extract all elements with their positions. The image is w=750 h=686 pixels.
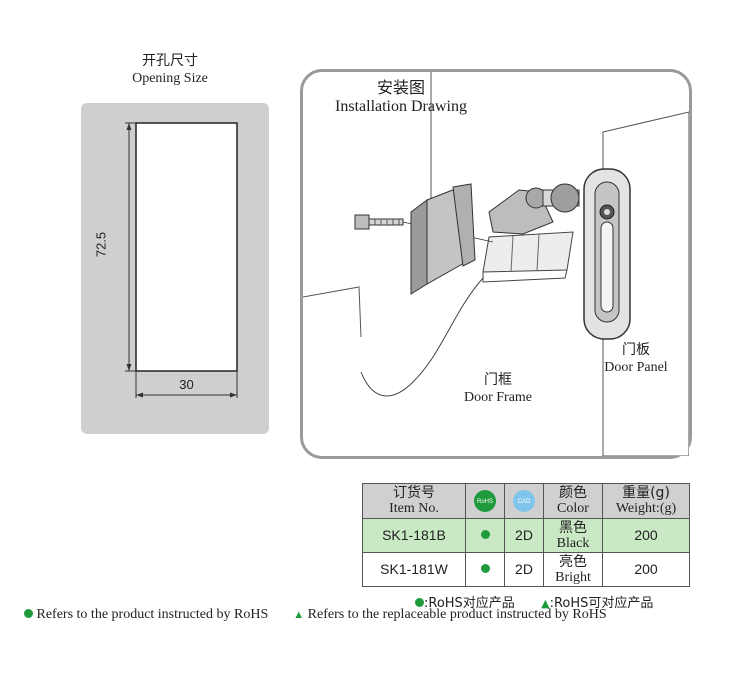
rohs-dot-icon bbox=[480, 530, 490, 539]
rohs-cell bbox=[465, 552, 505, 587]
spec-table-header: 订货号 Item No. RoHS CAD 颜色 Color 重量(g) Wei… bbox=[362, 483, 690, 519]
header-color-cn: 颜色 bbox=[559, 485, 587, 501]
header-rohs: RoHS bbox=[465, 483, 505, 519]
color-cn: 亮色 bbox=[559, 553, 587, 570]
weight-cell: 200 bbox=[602, 552, 690, 587]
cam-bracket-icon bbox=[410, 183, 476, 295]
rohs-footer-text: Refers to the product instructed by RoHS bbox=[36, 607, 269, 622]
header-item-no-en: Item No. bbox=[389, 501, 439, 516]
cad-badge-icon: CAD bbox=[513, 490, 535, 512]
opening-size-panel: 72.5 30 bbox=[81, 103, 269, 434]
cad-cell: 2D bbox=[504, 552, 544, 587]
installation-drawing-title: 安装图 Installation Drawing bbox=[316, 78, 486, 116]
rohs-badge-icon: RoHS bbox=[474, 490, 496, 512]
color-cell: 亮色 Bright bbox=[543, 552, 603, 587]
legend-line: :RoHS对应产品 ▲:RoHS可对应产品 bbox=[415, 592, 653, 611]
handle-icon bbox=[583, 168, 631, 340]
door-frame-profile bbox=[482, 231, 574, 273]
rohs-legend-dot-icon bbox=[415, 598, 424, 607]
header-weight: 重量(g) Weight:(g) bbox=[602, 483, 690, 519]
table-row: SK1-181B 2D 黑色 Black 200 bbox=[362, 518, 690, 553]
table-row: SK1-181W 2D 亮色 Bright 200 bbox=[362, 552, 690, 587]
opening-size-title-cn: 开孔尺寸 bbox=[142, 53, 198, 69]
rohs-legend-text: :RoHS对应产品 bbox=[424, 596, 515, 611]
opening-size-diagram bbox=[125, 122, 238, 398]
color-en: Black bbox=[556, 535, 590, 551]
rohs-dot-icon bbox=[480, 564, 490, 573]
color-cell: 黑色 Black bbox=[543, 518, 603, 553]
footer-notes: Refers to the product instructed by RoHS… bbox=[24, 607, 724, 623]
replaceable-footer-text: Refers to the replaceable product instru… bbox=[307, 607, 607, 622]
weight-cell: 200 bbox=[602, 518, 690, 553]
height-dimension-label: 72.5 bbox=[93, 231, 109, 258]
header-item-no: 订货号 Item No. bbox=[362, 483, 466, 519]
cad-cell: 2D bbox=[504, 518, 544, 553]
door-frame-label-en: Door Frame bbox=[463, 390, 533, 405]
replaceable-footer-triangle-icon: ▲ bbox=[293, 609, 305, 621]
door-panel-label-cn: 门板 bbox=[622, 342, 650, 358]
latch-body-icon bbox=[488, 183, 580, 235]
door-frame-label-cn: 门框 bbox=[484, 372, 512, 388]
width-dimension-label: 30 bbox=[179, 377, 194, 392]
color-cn: 黑色 bbox=[559, 519, 587, 536]
door-panel-label: 门板 Door Panel bbox=[588, 342, 684, 376]
rohs-cell bbox=[465, 518, 505, 553]
door-frame-label: 门框 Door Frame bbox=[450, 372, 546, 406]
opening-size-title-en: Opening Size bbox=[132, 71, 208, 86]
spec-table: 订货号 Item No. RoHS CAD 颜色 Color 重量(g) Wei… bbox=[362, 483, 690, 587]
header-weight-cn: 重量(g) bbox=[622, 485, 670, 501]
header-cad: CAD bbox=[504, 483, 544, 519]
color-en: Bright bbox=[555, 569, 591, 585]
header-color-en: Color bbox=[557, 501, 589, 516]
bolt-icon bbox=[354, 214, 404, 230]
door-panel-label-en: Door Panel bbox=[604, 360, 668, 375]
rohs-footer-dot-icon bbox=[24, 609, 33, 618]
item-no-cell: SK1-181W bbox=[362, 552, 466, 587]
cad-badge-label: CAD bbox=[517, 499, 531, 505]
header-weight-en: Weight:(g) bbox=[615, 501, 677, 516]
installation-drawing-illustration bbox=[303, 72, 689, 456]
installation-title-en: Installation Drawing bbox=[335, 98, 467, 115]
header-color: 颜色 Color bbox=[543, 483, 603, 519]
opening-size-title: 开孔尺寸 Opening Size bbox=[80, 52, 260, 88]
installation-drawing-frame bbox=[300, 69, 692, 459]
opening-cutout bbox=[135, 122, 238, 372]
replaceable-legend-text: :RoHS可对应产品 bbox=[549, 596, 654, 611]
item-no-cell: SK1-181B bbox=[362, 518, 466, 553]
replaceable-legend-triangle-icon: ▲ bbox=[541, 597, 550, 610]
installation-title-cn: 安装图 bbox=[376, 78, 425, 97]
rohs-badge-label: RoHS bbox=[476, 499, 493, 505]
header-item-no-cn: 订货号 bbox=[393, 485, 435, 501]
